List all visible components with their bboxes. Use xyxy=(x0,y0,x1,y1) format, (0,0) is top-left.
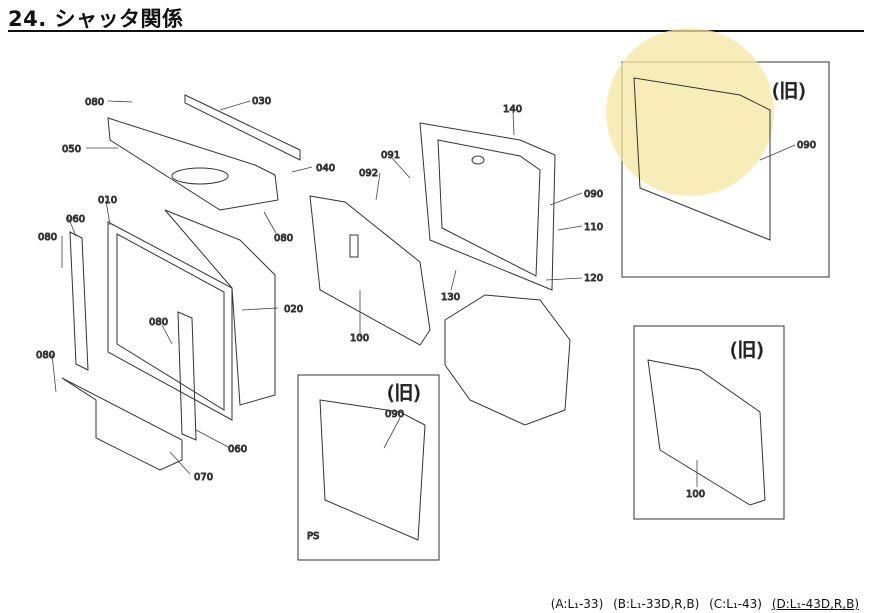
label-110: 110 xyxy=(584,222,603,233)
label-040: 040 xyxy=(316,163,335,174)
label-091: 091 xyxy=(381,150,400,161)
label-080-bottom-left: 080 xyxy=(36,350,55,361)
shroud-090-hole xyxy=(471,155,485,165)
label-070: 070 xyxy=(194,472,213,483)
panel-100-slot xyxy=(349,234,359,258)
model-c: (C:L₁-43) xyxy=(709,597,762,611)
label-080-center: 080 xyxy=(149,317,168,328)
label-100: 100 xyxy=(350,333,369,344)
label-140: 140 xyxy=(503,104,522,115)
watermark-circle xyxy=(606,28,774,196)
label-080-left: 080 xyxy=(38,232,57,243)
engine-outline xyxy=(444,294,571,426)
label-090-inset-bl: 090 xyxy=(385,409,404,420)
ps-label: PS xyxy=(307,531,319,542)
inset-frame-bottom-left xyxy=(297,374,440,561)
label-080-top: 080 xyxy=(85,97,104,108)
old-label-top-right: (旧) xyxy=(772,80,806,102)
shroud-090-main xyxy=(419,122,556,291)
model-b: (B:L₁-33D,R,B) xyxy=(613,597,700,611)
side-panel-060-left xyxy=(69,231,89,371)
side-panel-060-right xyxy=(177,311,197,441)
old-label-bottom-right: (旧) xyxy=(730,339,764,361)
plate-050-hole xyxy=(171,167,229,185)
label-030: 030 xyxy=(252,96,271,107)
label-060-left: 060 xyxy=(66,214,85,225)
label-050: 050 xyxy=(62,144,81,155)
model-legend: (A:L₁-33) (B:L₁-33D,R,B) (C:L₁-43) (D:L₁… xyxy=(545,597,859,611)
model-a: (A:L₁-33) xyxy=(550,597,604,611)
label-080-mid: 080 xyxy=(274,233,293,244)
label-100-inset-br: 100 xyxy=(686,489,705,500)
bottom-plate-070 xyxy=(61,377,183,471)
label-010: 010 xyxy=(98,195,117,206)
label-130: 130 xyxy=(441,292,460,303)
label-090: 090 xyxy=(584,189,603,200)
label-020: 020 xyxy=(284,304,303,315)
plate-050-shape xyxy=(107,117,279,211)
label-090-inset-tr: 090 xyxy=(797,140,816,151)
leader-lines xyxy=(51,100,796,487)
inset-panel-bottom-right xyxy=(647,359,766,506)
label-060-right: 060 xyxy=(228,444,247,455)
model-d: (D:L₁-43D,R,B) xyxy=(771,597,859,611)
shroud-090-inner xyxy=(437,139,541,277)
panel-100-shape xyxy=(309,195,431,346)
inset-shroud-top-right xyxy=(633,77,771,241)
inset-frame-bottom-right xyxy=(633,325,785,520)
radiator-core-shape xyxy=(164,209,276,406)
old-label-bottom-left: (旧) xyxy=(387,382,421,404)
frame-010-inner xyxy=(116,233,225,411)
label-092: 092 xyxy=(359,168,378,179)
frame-010-outer xyxy=(107,221,233,421)
title-underline xyxy=(8,30,864,32)
label-120: 120 xyxy=(584,273,603,284)
page-title: 24. シャッタ関係 xyxy=(8,7,184,31)
inset-shroud-bottom-left xyxy=(319,399,426,541)
rail-030-shape xyxy=(184,94,301,161)
